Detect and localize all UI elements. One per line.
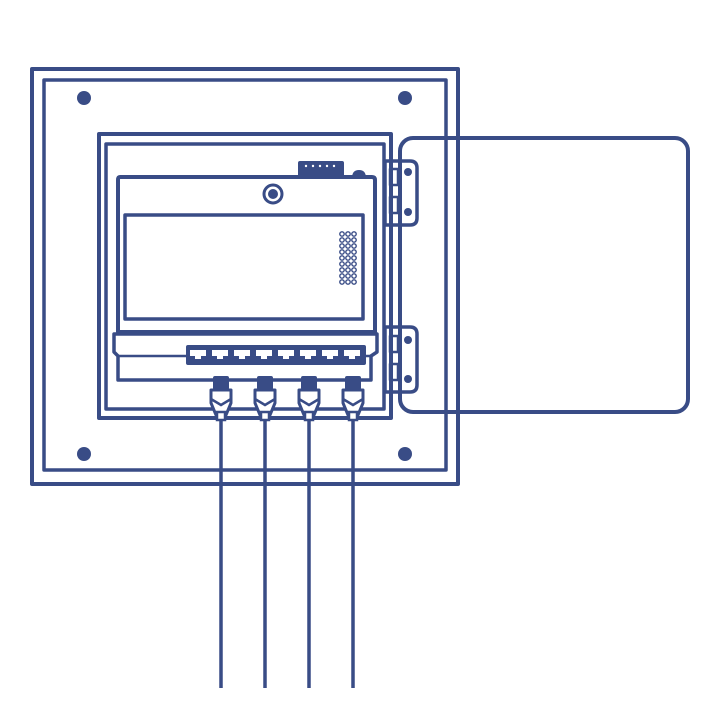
ethernet-port-icon <box>344 350 360 359</box>
vent-hole <box>351 255 357 261</box>
cable-strain-relief <box>303 410 315 422</box>
rj45-boot-detail <box>210 397 232 407</box>
cable-strain-relief <box>347 410 359 422</box>
vent-hole <box>351 243 357 249</box>
vent-hole <box>345 273 351 279</box>
vent-hole <box>345 255 351 261</box>
vent-hole <box>339 261 345 267</box>
switch-body <box>116 175 377 334</box>
rj45-connector-icon <box>257 376 273 390</box>
network-switch <box>112 161 379 382</box>
enclosure-frame-inner <box>104 142 386 411</box>
vent-hole <box>345 231 351 237</box>
rj45-boot-detail <box>298 397 320 407</box>
vent-hole <box>339 273 345 279</box>
ventilation-grille-icon <box>339 231 357 285</box>
vent-hole <box>345 261 351 267</box>
mounting-screw-icon <box>398 447 412 461</box>
network-cable <box>341 376 365 688</box>
mounting-screw-icon <box>77 91 91 105</box>
ethernet-port-icon <box>256 350 272 359</box>
port-strip <box>186 345 366 365</box>
mounting-plate-inner <box>42 78 448 472</box>
ethernet-port-icon <box>212 350 228 359</box>
door-panel <box>398 136 690 414</box>
ground-screw-icon <box>262 183 284 205</box>
ethernet-port-icon <box>234 350 250 359</box>
ethernet-port-icon <box>278 350 294 359</box>
vent-hole <box>351 273 357 279</box>
network-cables <box>209 376 365 688</box>
vent-hole <box>345 249 351 255</box>
rj45-connector-icon <box>213 376 229 390</box>
mounting-screw-icon <box>77 447 91 461</box>
cable-strain-relief <box>259 410 271 422</box>
mounting-plate <box>30 67 460 486</box>
vent-hole <box>339 237 345 243</box>
vent-hole <box>351 267 357 273</box>
vent-hole <box>351 261 357 267</box>
vent-hole <box>345 243 351 249</box>
vent-hole <box>339 249 345 255</box>
vent-hole <box>339 243 345 249</box>
vent-hole <box>345 267 351 273</box>
switch-front-panel <box>123 213 365 321</box>
vent-hole <box>351 237 357 243</box>
ethernet-port-icon <box>322 350 338 359</box>
vent-hole <box>339 279 345 285</box>
rj45-boot-detail <box>254 397 276 407</box>
network-cable <box>209 376 233 688</box>
ethernet-port-icon <box>190 350 206 359</box>
top-connector-pins <box>304 164 336 168</box>
vent-hole <box>339 267 345 273</box>
door-hinge-icon <box>383 325 419 394</box>
network-cable <box>297 376 321 688</box>
port-section <box>112 332 379 382</box>
mounting-plate-outer <box>30 67 460 486</box>
enclosure-frame-outer <box>97 132 393 420</box>
rj45-connector-icon <box>301 376 317 390</box>
vent-hole <box>345 279 351 285</box>
ground-screw-center <box>268 189 278 199</box>
ethernet-port-icon <box>300 350 316 359</box>
rj45-boot-detail <box>342 397 364 407</box>
mounting-screw-icon <box>398 91 412 105</box>
door-hinge-icon <box>383 159 419 227</box>
vent-hole <box>351 249 357 255</box>
vent-hole <box>339 255 345 261</box>
top-connector <box>298 161 344 178</box>
ethernet-ports <box>190 350 360 359</box>
network-cable <box>253 376 277 688</box>
vent-hole <box>345 237 351 243</box>
vent-hole <box>351 279 357 285</box>
cable-strain-relief <box>215 410 227 422</box>
enclosure-door <box>383 136 690 414</box>
vent-hole <box>339 231 345 237</box>
rj45-connector-icon <box>345 376 361 390</box>
enclosure-box <box>97 132 393 420</box>
vent-hole <box>351 231 357 237</box>
